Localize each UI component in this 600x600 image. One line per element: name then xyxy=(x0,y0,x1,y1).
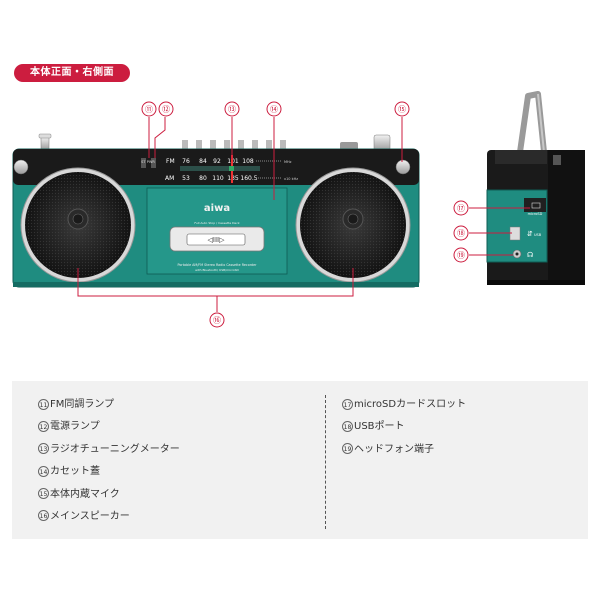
microsd-label: microSD xyxy=(528,212,543,216)
fm-unit: MHz xyxy=(284,160,292,164)
right-speaker xyxy=(295,167,411,283)
fm-scale-2: 92 xyxy=(213,158,221,165)
am-scale-0: 53 xyxy=(182,175,190,182)
power-lamp xyxy=(151,158,156,168)
top-controls xyxy=(38,133,391,152)
am-scale-2: 110 xyxy=(212,175,224,182)
svg-text:⑲: ⑲ xyxy=(457,251,465,260)
callout-14: ⑭ xyxy=(266,101,282,117)
svg-text:ST PWR: ST PWR xyxy=(141,160,155,164)
front-text-1: Portable AM/FM Stereo Radio Cassette Rec… xyxy=(178,263,258,267)
svg-text:⑮: ⑮ xyxy=(398,105,406,114)
am-scale-1: 80 xyxy=(199,175,207,182)
front-view: ST PWR FM AM 76 84 92 101 108 MHz 53 80 … xyxy=(12,133,420,288)
callout-18: ⑱ xyxy=(453,225,469,241)
left-speaker xyxy=(20,167,136,283)
tuning-meter xyxy=(229,166,234,171)
front-text-2: with Bluetooth/ USB/microSD xyxy=(195,268,239,272)
cassette-door: aiwa Full Auto Stop / Cassette Deck ◁III… xyxy=(146,187,288,275)
callout-11: ⑪ xyxy=(141,101,157,117)
svg-text:⑯: ⑯ xyxy=(213,316,221,325)
legend-divider xyxy=(325,395,326,529)
section-badge: 本体正面・右側面 xyxy=(14,64,130,82)
side-callout-lines xyxy=(469,207,530,256)
fm-scale-3: 101 xyxy=(227,158,239,165)
cassette-top-text: Full Auto Stop / Cassette Deck xyxy=(194,221,240,225)
fm-band-label: FM xyxy=(166,158,175,165)
svg-text:⇵: ⇵ xyxy=(527,230,533,238)
fm-scale-1: 84 xyxy=(199,158,207,165)
am-unit: x10 kHz xyxy=(284,177,298,181)
callout-17: ⑰ xyxy=(453,200,469,216)
am-scale-3: 135 xyxy=(227,175,239,182)
am-band-label: AM xyxy=(165,175,174,182)
svg-text:⑱: ⑱ xyxy=(457,229,465,238)
svg-text:⑪: ⑪ xyxy=(145,105,153,114)
fm-tuning-lamp xyxy=(141,158,146,168)
callout-16: ⑯ xyxy=(209,312,225,328)
callout-markers: ⑪ ⑫ ⑬ ⑭ ⑮ ⑯ ⑰ ⑱ ⑲ xyxy=(141,101,469,328)
svg-text:⑫: ⑫ xyxy=(162,105,170,114)
svg-text:⑭: ⑭ xyxy=(270,105,278,114)
svg-text:⑰: ⑰ xyxy=(457,204,465,213)
side-view: microSD ⇵ USB ☊ xyxy=(486,91,585,285)
tuning-dial: FM AM 76 84 92 101 108 MHz 53 80 110 135… xyxy=(165,155,298,183)
cassette-window: ◁III▷ xyxy=(208,236,226,244)
fm-scale-0: 76 xyxy=(182,158,190,165)
svg-text:⑬: ⑬ xyxy=(228,105,236,114)
brand-logo: aiwa xyxy=(204,203,230,214)
product-figure: ST PWR FM AM 76 84 92 101 108 MHz 53 80 … xyxy=(12,91,585,328)
callout-13: ⑬ xyxy=(224,101,240,117)
usb-label: USB xyxy=(534,233,542,237)
front-callout-lines xyxy=(77,117,403,312)
callout-19: ⑲ xyxy=(453,247,469,263)
callout-15: ⑮ xyxy=(394,101,410,117)
am-scale-4: 160.5 xyxy=(240,175,257,182)
callout-12: ⑫ xyxy=(158,101,174,117)
fm-scale-4: 108 xyxy=(242,158,254,165)
svg-text:☊: ☊ xyxy=(527,251,533,259)
